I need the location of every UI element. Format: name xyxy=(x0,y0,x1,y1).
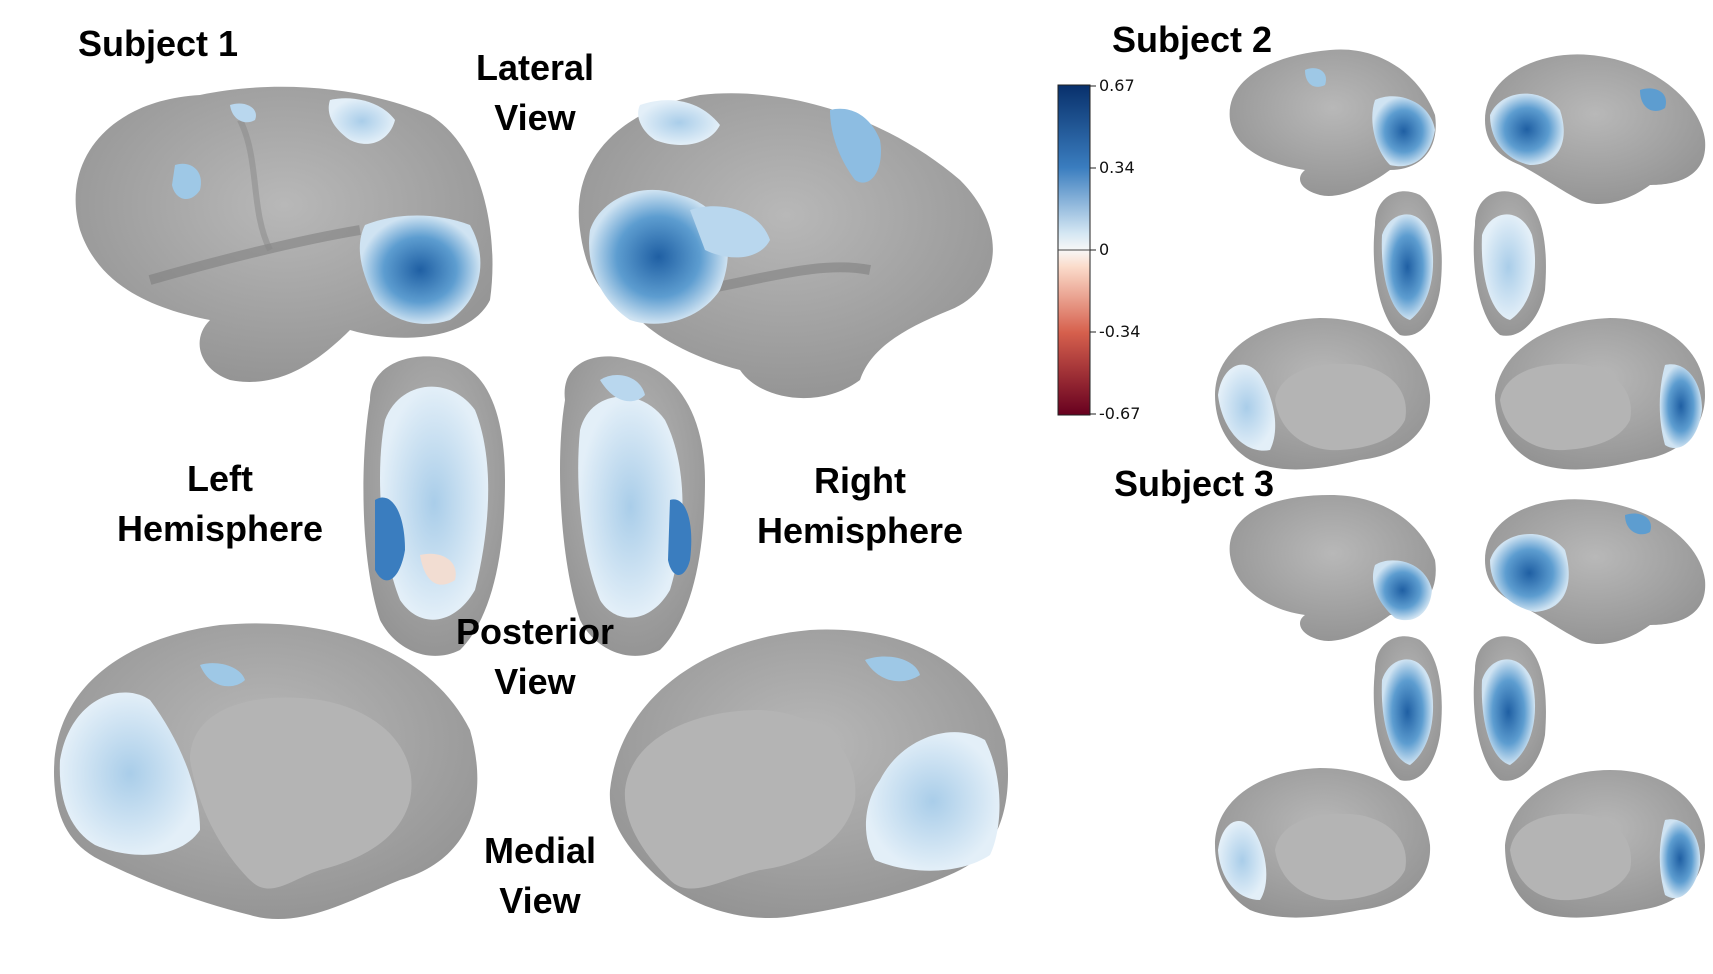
left-hemisphere-label: Left Hemisphere xyxy=(116,458,324,549)
s2-right-medial-brain xyxy=(1495,318,1705,470)
right-hemisphere-label: Right Hemisphere xyxy=(756,460,964,551)
subject-3-label: Subject 3 xyxy=(1114,463,1275,504)
medial-view-label: Medial View xyxy=(483,830,597,921)
colorbar-tick: 0.67 xyxy=(1099,76,1135,95)
colorbar-tick: 0 xyxy=(1099,240,1110,259)
subject-2-label: Subject 2 xyxy=(1112,19,1273,60)
s2-right-lateral-brain xyxy=(1485,54,1706,205)
s1-right-medial-brain xyxy=(609,629,1008,918)
s1-left-posterior-brain xyxy=(363,356,505,656)
s1-right-lateral-brain xyxy=(578,93,993,399)
s3-right-medial-brain xyxy=(1505,770,1705,918)
s2-left-medial-brain xyxy=(1215,318,1431,470)
s1-left-lateral-brain xyxy=(75,86,493,382)
s3-left-medial-brain xyxy=(1215,768,1431,918)
s2-right-posterior-brain xyxy=(1473,191,1546,336)
colorbar-tick: -0.34 xyxy=(1099,322,1141,341)
colorbar-tick: 0.34 xyxy=(1099,158,1135,177)
s3-right-lateral-brain xyxy=(1485,499,1706,645)
subject-1-label: Subject 1 xyxy=(78,23,239,64)
posterior-view-label: Posterior View xyxy=(455,611,615,702)
s3-left-lateral-brain xyxy=(1229,495,1436,641)
s2-left-lateral-brain xyxy=(1229,49,1436,196)
s3-left-posterior-brain xyxy=(1373,636,1442,781)
colorbar-tick: -0.67 xyxy=(1099,404,1141,423)
s1-right-posterior-brain xyxy=(560,356,705,656)
s1-left-medial-brain xyxy=(53,623,478,920)
s3-right-posterior-brain xyxy=(1473,636,1546,781)
lateral-view-label: Lateral View xyxy=(475,47,595,138)
s2-left-posterior-brain xyxy=(1373,191,1442,336)
